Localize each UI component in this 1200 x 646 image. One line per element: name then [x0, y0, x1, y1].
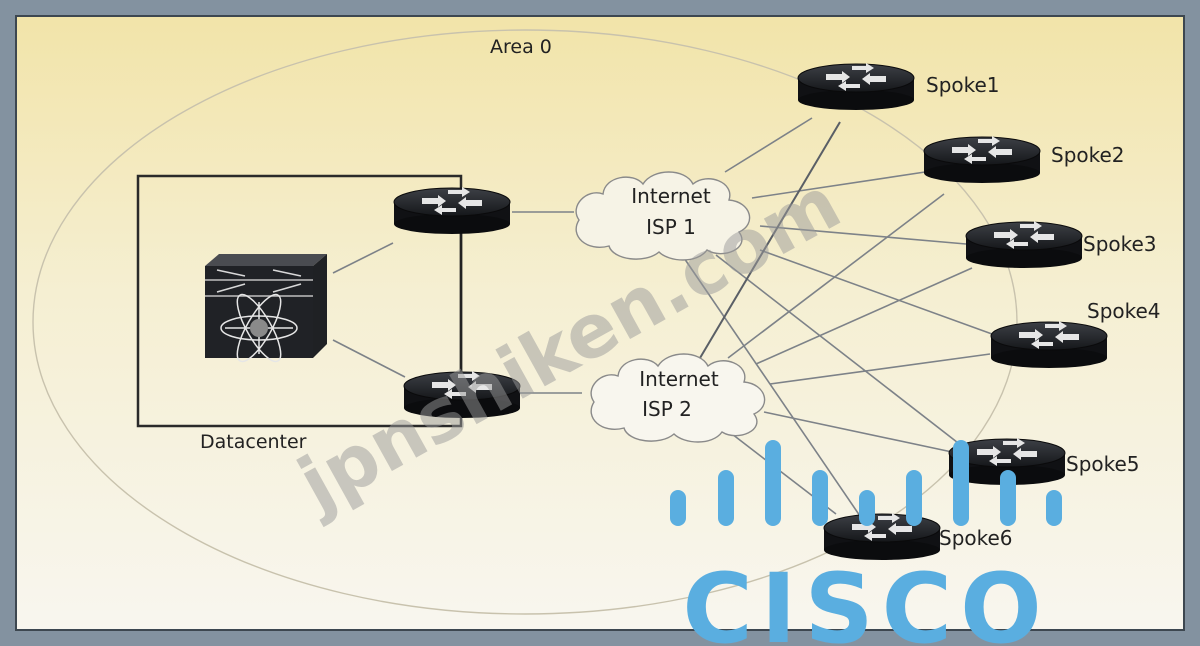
link-switch-router2 — [332, 339, 406, 378]
spoke-label: Spoke6 — [939, 526, 1013, 550]
cisco-logo-bars — [670, 440, 1062, 526]
link-isp1-spoke4 — [759, 249, 993, 335]
multilayer-switch-icon — [205, 254, 327, 363]
router-icon — [990, 320, 1108, 369]
spoke-label: Spoke3 — [1083, 232, 1157, 256]
link-switch-router1 — [332, 242, 394, 274]
router-icon — [923, 135, 1041, 184]
datacenter-label: Datacenter — [200, 431, 307, 453]
cloud-icon — [575, 171, 751, 261]
link-isp2-spoke5 — [763, 411, 953, 453]
link-isp2-spoke4 — [769, 353, 991, 385]
link-isp1-spoke1 — [724, 117, 813, 173]
network-links — [332, 117, 993, 517]
link-isp1-spoke6 — [681, 254, 861, 517]
link-isp1-spoke2 — [751, 171, 926, 199]
spoke-label: Spoke1 — [926, 73, 1000, 97]
link-isp1-spoke3 — [759, 225, 967, 245]
area-label: Area 0 — [490, 36, 552, 58]
cloud-isp1-line1: Internet — [631, 184, 711, 208]
link-isp2-spoke3 — [755, 267, 973, 365]
cloud-icon — [590, 353, 766, 443]
spoke-label: Spoke2 — [1051, 143, 1125, 167]
area-0-boundary — [32, 29, 1018, 615]
cisco-logo-text: CISCO — [682, 553, 1049, 646]
link-isp2-spoke1 — [699, 121, 841, 359]
cloud-isp2-line1: Internet — [639, 367, 719, 391]
spoke-label: Spoke4 — [1087, 299, 1161, 323]
spoke-label: Spoke5 — [1066, 452, 1140, 476]
router-icon — [797, 62, 915, 111]
link-isp2-spoke2 — [727, 193, 945, 359]
link-isp1-spoke5 — [715, 254, 963, 447]
router-icon — [965, 220, 1083, 269]
router-icon — [393, 186, 511, 235]
cloud-isp2-line2: ISP 2 — [642, 397, 692, 421]
cloud-isp1-line2: ISP 1 — [646, 215, 696, 239]
